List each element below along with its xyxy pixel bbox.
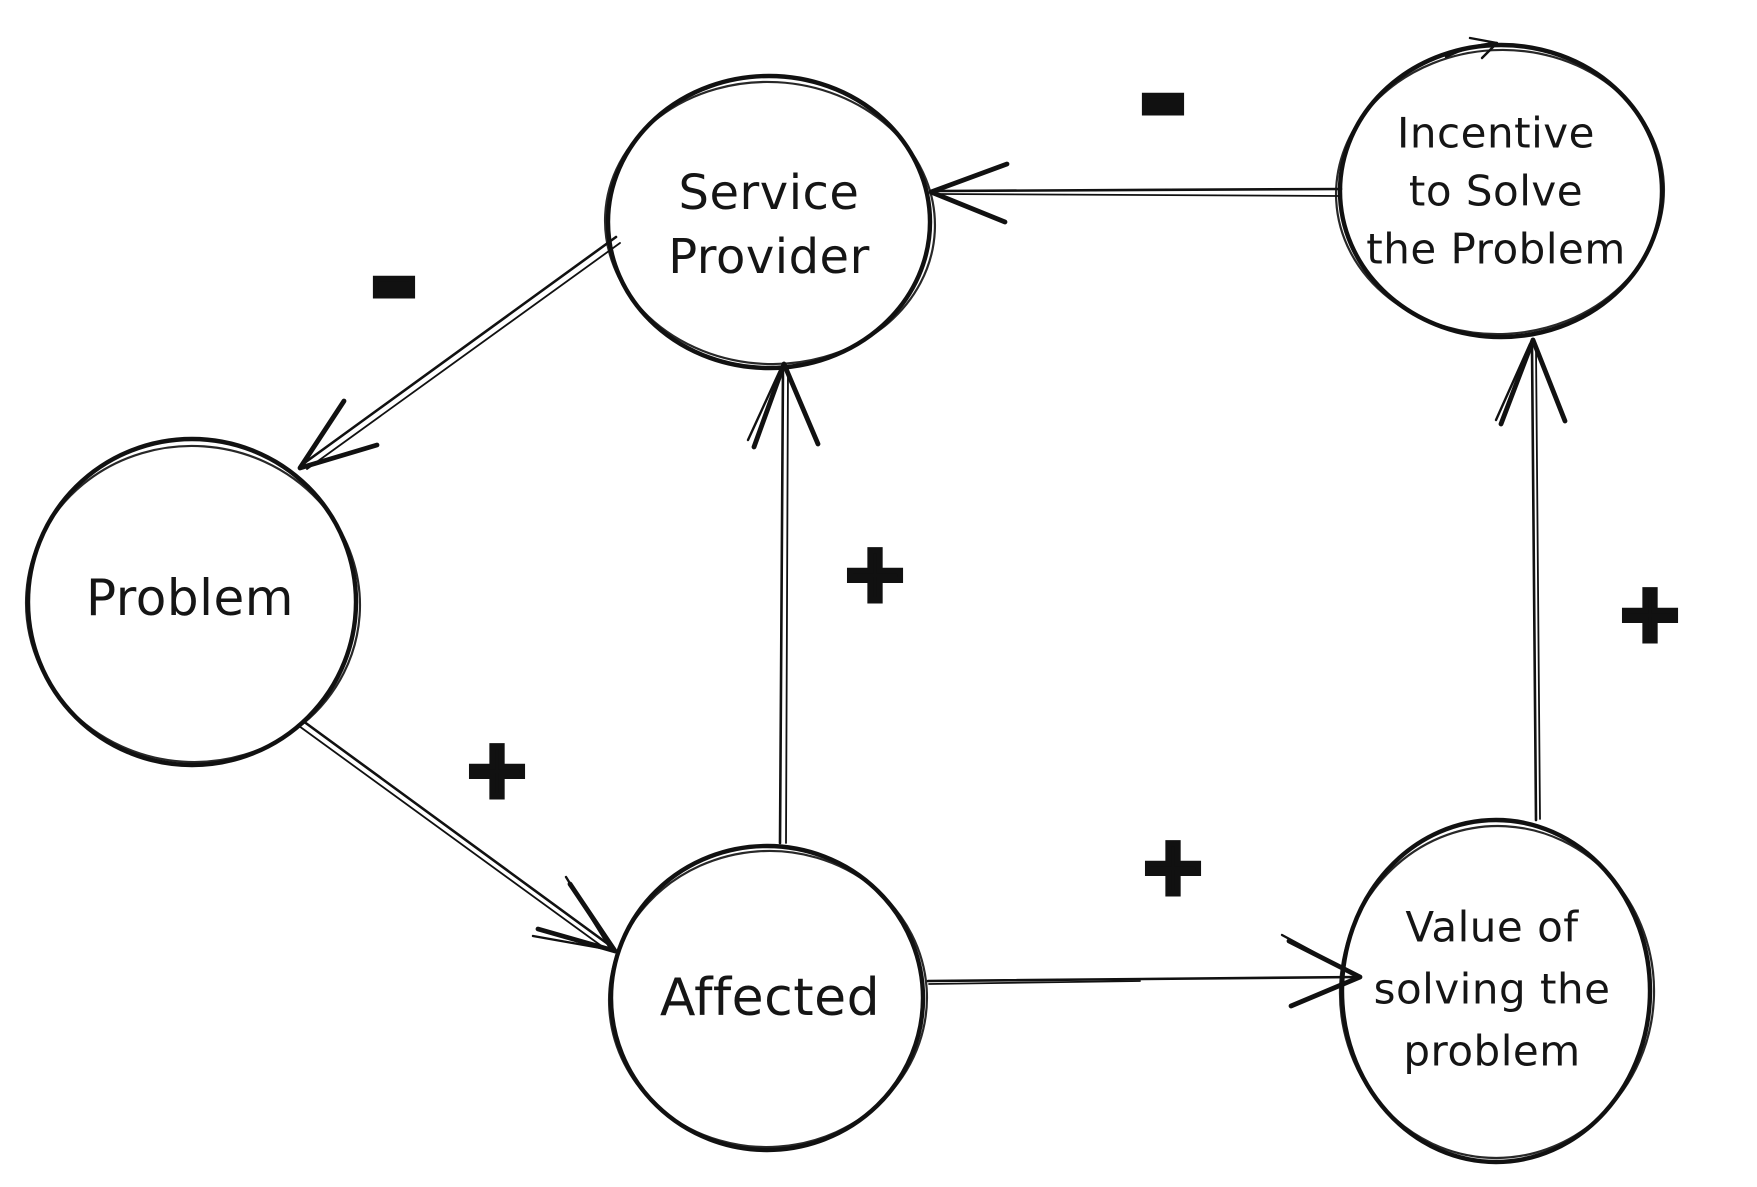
arrow-shaft [298, 725, 608, 951]
node-label-line: to Solve [1409, 167, 1583, 216]
node-label-line: Value of [1405, 903, 1579, 952]
node-problem: Problem [24, 436, 362, 768]
arrow-shaft [301, 719, 614, 949]
polarity-sign: - [1139, 28, 1188, 166]
node-incentive: Incentive to Solve the Problem [1334, 36, 1666, 340]
node-label-line: Provider [668, 229, 870, 285]
arrow-shaft [939, 193, 1342, 197]
node-label-line: problem [1403, 1027, 1580, 1076]
node-label-line: Incentive [1397, 109, 1595, 158]
arrow-head-sketch [746, 364, 784, 442]
arrow-head [297, 398, 380, 471]
arrow-shaft [1530, 344, 1538, 822]
arrow-head [1286, 938, 1363, 1009]
arrow-shaft [301, 235, 618, 466]
arrow-shaft [306, 242, 621, 470]
edge-affected-to-service-provider: + [746, 361, 912, 845]
arrow-shaft [778, 366, 785, 845]
polarity-sign: + [1139, 820, 1206, 913]
node-label-line: Affected [660, 968, 880, 1028]
arrow-shaft [785, 369, 789, 844]
arrow-head-sketch [1494, 342, 1532, 422]
node-shape [25, 436, 359, 768]
node-label-line: solving the [1374, 965, 1611, 1014]
node-value: Value of solving the problem [1338, 817, 1656, 1165]
node-label-line: the Problem [1366, 225, 1626, 274]
arrow-head-sketch [1280, 933, 1358, 977]
polarity-sign: + [841, 527, 908, 620]
node-shape [1337, 42, 1665, 340]
polarity-sign: + [463, 723, 530, 816]
node-shape [605, 73, 933, 371]
node-label-line: Service [679, 165, 860, 221]
edge-service-provider-to-problem: - [297, 208, 621, 471]
node-shape-sketch [603, 80, 937, 366]
edge-value-to-incentive: + [1494, 337, 1687, 822]
arrow-shaft [1535, 347, 1541, 820]
polarity-sign: - [370, 211, 419, 349]
arrow-shaft [936, 187, 1343, 193]
arrow-head [751, 361, 821, 450]
node-shape [608, 843, 926, 1153]
arrow-shaft [926, 975, 1360, 983]
arrow-head-sketch [531, 875, 614, 952]
node-label-line: Problem [86, 569, 294, 627]
node-stroke-hook [1444, 36, 1499, 60]
node-shape-sketch [24, 444, 362, 764]
arrow-head [1498, 337, 1568, 427]
node-affected: Affected [607, 843, 929, 1153]
arrow-head [928, 161, 1010, 225]
edge-affected-to-value: + [926, 817, 1363, 1009]
edge-incentive-to-service-provider: - [928, 25, 1343, 225]
polarity-sign: + [1616, 567, 1683, 660]
edge-problem-to-affected: + [298, 719, 618, 954]
node-shape-sketch [1334, 48, 1666, 336]
arrow-shaft [928, 980, 1141, 985]
node-shape-sketch [607, 849, 929, 1149]
node-shape [1339, 817, 1653, 1165]
node-service-provider: Service Provider [603, 73, 937, 371]
